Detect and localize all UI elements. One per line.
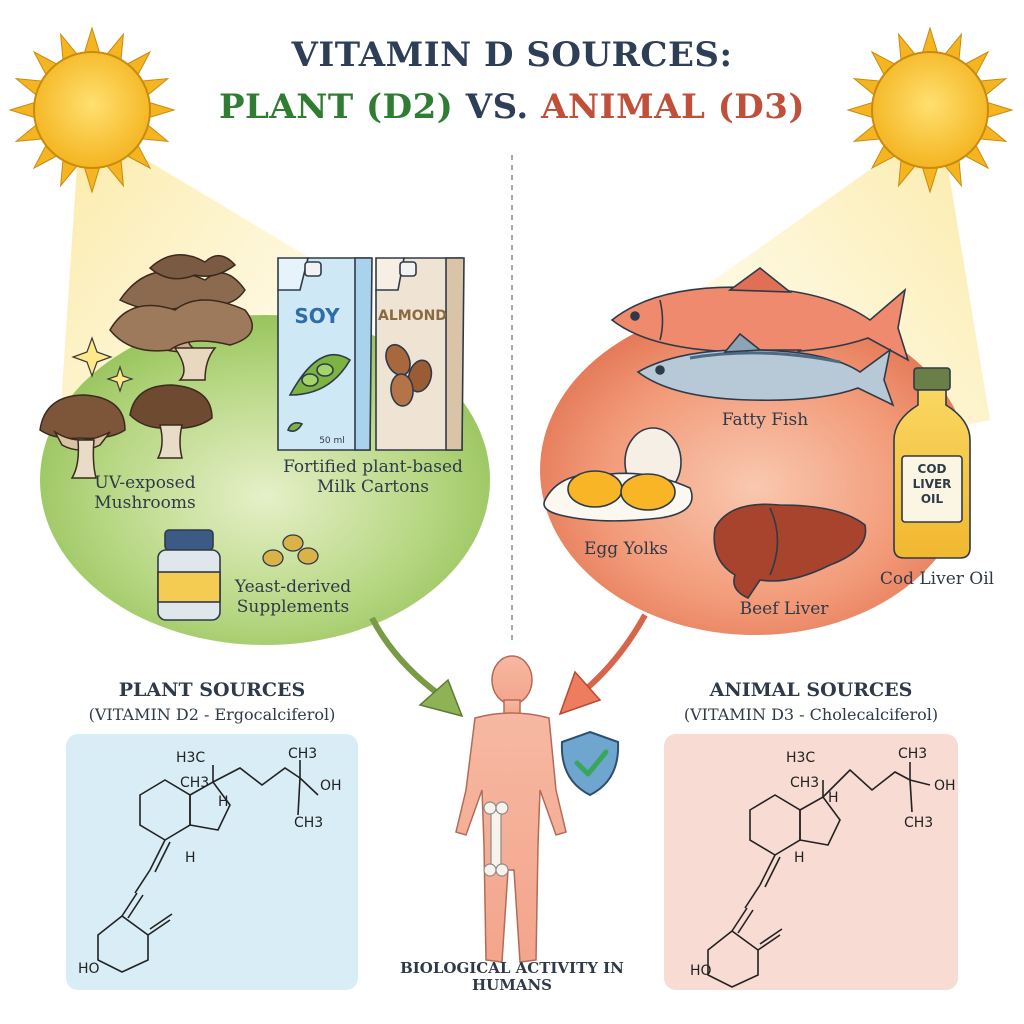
animal-sources-heading: ANIMAL SOURCES <box>709 679 913 701</box>
plant-sources-subheading: (VITAMIN D2 - Ergocalciferol) <box>88 705 336 724</box>
chem-label: H3C <box>176 750 205 766</box>
mushrooms-label: UV-exposed Mushrooms <box>94 473 196 513</box>
fatty-fish-label: Fatty Fish <box>721 410 809 430</box>
ergocalciferol-structure <box>97 760 319 973</box>
plant-structure-panel <box>66 734 358 990</box>
page-subtitle: PLANT (D2) VS. ANIMAL (D3) <box>162 87 862 127</box>
sun-ray <box>8 101 35 119</box>
chem-label: HO <box>78 961 100 977</box>
cod-oil-bottle-label: COD LIVER OIL <box>912 462 952 506</box>
cholecalciferol-structure <box>707 762 931 988</box>
egg-yolks-icon <box>543 427 693 522</box>
plant-to-human-arrow <box>369 616 464 718</box>
shiitake-mushroom-left-icon <box>39 394 126 479</box>
plant-sources-heading: PLANT SOURCES <box>118 679 306 701</box>
sparkle-icon <box>71 336 113 378</box>
sun-left-icon <box>8 26 176 194</box>
maitake-mushroom-icon <box>109 254 254 381</box>
beef-liver-icon <box>713 503 867 600</box>
sun-ray <box>921 26 939 53</box>
mackerel-fish-icon <box>636 332 895 407</box>
chem-label: HO <box>690 963 712 979</box>
human-body-icon <box>455 655 567 963</box>
sparkle-small-icon <box>106 365 134 393</box>
beef-liver-label: Beef Liver <box>739 599 829 619</box>
chem-label: H <box>218 794 229 810</box>
sun-ray <box>83 26 101 53</box>
chem-label: CH3 <box>294 815 323 831</box>
almond-carton-label: ALMOND <box>378 308 447 324</box>
chem-label: H <box>185 850 196 866</box>
sun-right-icon <box>846 26 1014 194</box>
soy-milk-carton-icon <box>277 257 373 451</box>
cod-liver-oil-bottle-icon <box>893 367 971 559</box>
title-vs: VS. <box>465 87 529 127</box>
biological-activity-caption: BIOLOGICAL ACTIVITY IN HUMANS <box>400 959 624 995</box>
supplements-label: Yeast-derived Supplements <box>234 577 352 617</box>
title-plant: PLANT (D2) <box>218 87 454 127</box>
animal-sources-subheading: (VITAMIN D3 - Cholecalciferol) <box>683 705 939 724</box>
chem-label: CH3 <box>904 815 933 831</box>
almond-milk-carton-icon <box>375 257 465 451</box>
chem-label: OH <box>934 778 956 794</box>
title-animal: ANIMAL (D3) <box>541 87 806 127</box>
chem-label: H3C <box>786 750 815 766</box>
chem-label: CH3 <box>790 775 819 791</box>
chem-label: CH3 <box>288 746 317 762</box>
shiitake-mushroom-right-icon <box>129 384 213 459</box>
chem-label: CH3 <box>180 775 209 791</box>
milk-cartons-label: Fortified plant-based Milk Cartons <box>283 457 463 497</box>
bone-icon <box>483 801 509 877</box>
salmon-fish-icon <box>610 266 910 367</box>
capsule-icon <box>262 549 284 567</box>
supplement-bottle-icon <box>157 529 221 621</box>
shield-check-icon <box>560 730 620 797</box>
animal-to-human-arrow <box>558 613 648 716</box>
page-title: VITAMIN D SOURCES: <box>291 35 733 75</box>
chem-label: CH3 <box>898 746 927 762</box>
capsule-icon <box>282 534 304 552</box>
chem-label: OH <box>320 778 342 794</box>
soy-carton-label: SOY <box>294 304 340 328</box>
capsule-icon <box>297 547 319 565</box>
egg-yolks-label: Egg Yolks <box>583 539 669 559</box>
animal-structure-panel <box>664 734 958 990</box>
sun-ray <box>987 101 1014 119</box>
chem-label: H <box>828 790 839 806</box>
cod-liver-oil-label: Cod Liver Oil <box>879 569 995 589</box>
chem-label: H <box>794 850 805 866</box>
carton-volume: 50 ml <box>319 436 345 446</box>
